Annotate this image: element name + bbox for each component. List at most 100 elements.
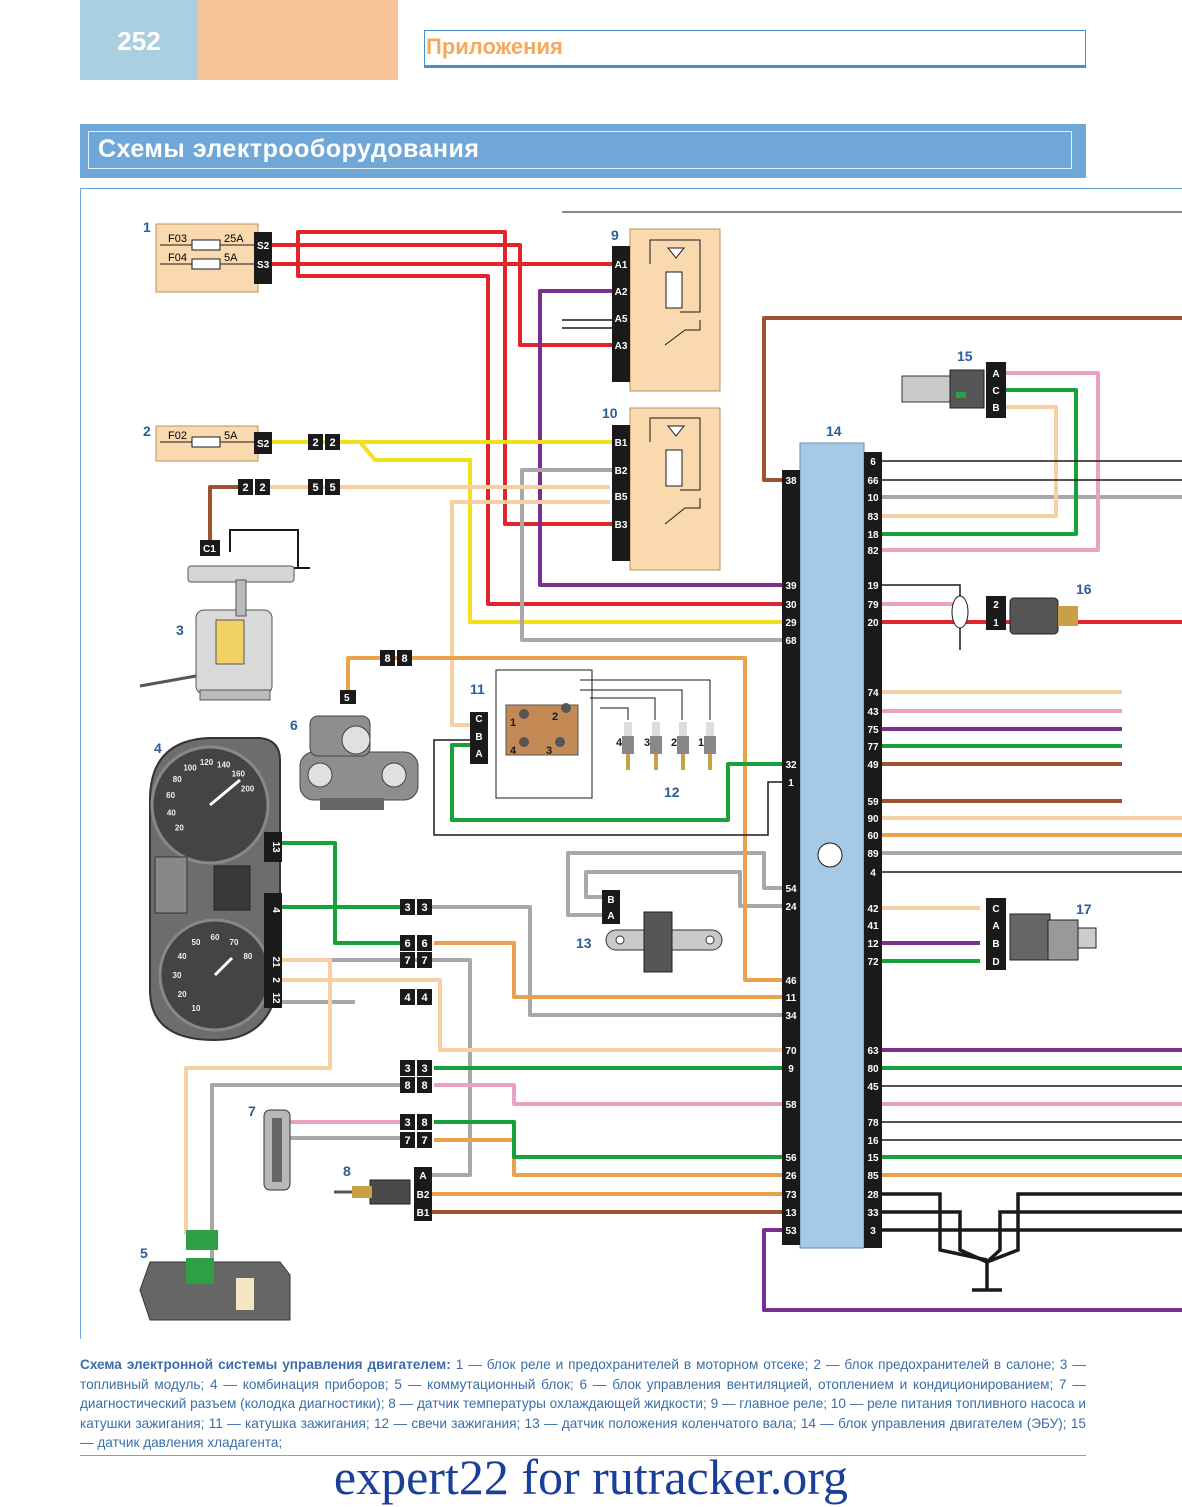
ecu-pin-right-42: 42: [867, 904, 879, 915]
ecu-pin-left-26: 26: [785, 1171, 797, 1182]
ecu-pin-right-63: 63: [867, 1046, 879, 1057]
sensor-8-pin-A: A: [419, 1171, 426, 1182]
connector-pin: 4: [421, 992, 428, 1004]
header-accent-block: [198, 0, 398, 80]
fuse-f03: F03: [168, 233, 187, 245]
iac-pin-C: C: [992, 904, 999, 915]
sensor-8-pin-B2: B2: [417, 1190, 430, 1201]
component-13-crankshaft-sensor: BA 13: [576, 890, 723, 973]
spark-plug-body: [650, 736, 662, 754]
spark-plug-insulator: [652, 722, 660, 736]
sensor-16-pin-1: 1: [993, 618, 999, 629]
ecu-pin-left-70: 70: [785, 1046, 797, 1057]
connector-pin: 4: [404, 992, 411, 1004]
ecu-pin-left-24: 24: [785, 902, 797, 913]
ecu-pin-left-13: 13: [785, 1208, 797, 1219]
chapter-banner: [80, 124, 1086, 178]
connector-pin: 7: [404, 1135, 410, 1147]
plug-number-2: 2: [671, 737, 677, 749]
wire-orange-46: [346, 656, 782, 982]
connector-half: [400, 935, 415, 951]
cluster-pin-12: 12: [270, 992, 281, 1004]
connector-half: [417, 952, 432, 968]
plug-number-1: 1: [698, 737, 704, 749]
plug-number-3: 3: [644, 737, 650, 749]
ecu-pin-left-29: 29: [785, 618, 797, 629]
relay-10-pin-B2: B2: [615, 466, 628, 477]
cluster-pin-2: 2: [270, 977, 281, 983]
tacho-tick: 20: [178, 990, 187, 999]
spark-plug-thread: [681, 754, 685, 770]
fuse-f04: F04: [168, 252, 187, 264]
connector-pin: 2: [259, 482, 265, 494]
label-5-small: 5: [344, 693, 350, 704]
ecu-transistor-icon: [817, 842, 843, 868]
section-header-box: [424, 30, 1086, 68]
ecu-pin-right-18: 18: [867, 530, 879, 541]
connector-half: [325, 434, 340, 450]
wire-brown-38: [762, 316, 1182, 482]
ecu-pin-right-15: 15: [867, 1153, 879, 1164]
ecu-pin-left-68: 68: [785, 636, 797, 647]
connector-pin: 3: [421, 902, 427, 914]
pin-2-s2: S2: [257, 439, 270, 450]
pin-1-s2: S2: [257, 241, 270, 252]
fuse-f04-rating: 5A: [224, 252, 238, 264]
speedo-tick: 160: [232, 770, 246, 779]
tacho-tick: 50: [192, 938, 201, 947]
connector-half: [308, 479, 323, 495]
ecu-pin-right-72: 72: [867, 957, 879, 968]
connector-pin: 8: [401, 653, 407, 665]
fuse-f02: F02: [168, 430, 187, 442]
connector-pin: 6: [404, 938, 410, 950]
ecu-pin-left-39: 39: [785, 581, 797, 592]
coil-terminal: [519, 737, 529, 747]
label-5: 5: [140, 1245, 148, 1261]
coil-pin-B: B: [475, 732, 482, 743]
label-17: 17: [1076, 901, 1092, 917]
label-16: 16: [1076, 581, 1092, 597]
wire-red-30: [296, 264, 782, 606]
page-number-background: [80, 0, 198, 80]
ecu-pin-right-77: 77: [867, 742, 879, 753]
ckp-pin-B: B: [607, 895, 614, 906]
ecu-pin-right-59: 59: [867, 797, 879, 808]
speedo-tick: 20: [175, 824, 184, 833]
ecu-pin-left-56: 56: [785, 1153, 797, 1164]
label-1: 1: [143, 219, 151, 235]
ecu-pin-right-43: 43: [867, 707, 879, 718]
relay-9-pin-A2: A2: [615, 287, 628, 298]
component-6-hvac-control: 5 6: [290, 690, 419, 810]
ecu-pin-right-78: 78: [867, 1118, 879, 1129]
connector-pin: 8: [421, 1080, 427, 1092]
caption-lead: Схема электронной системы управления дви…: [80, 1357, 451, 1372]
connector-half: [400, 1060, 415, 1076]
ecu-pin-left-9: 9: [788, 1064, 794, 1075]
connector-pin: 7: [421, 955, 427, 967]
relay-9-pin-A1: A1: [615, 260, 628, 271]
connector-half: [238, 479, 253, 495]
ecu-pin-right-85: 85: [867, 1171, 879, 1182]
connector-half: [400, 989, 415, 1005]
component-7-diagnostic-connector: 7: [248, 1103, 291, 1191]
page-number: 252: [117, 26, 161, 56]
spark-plug-thread: [654, 754, 658, 770]
connector-pin: 7: [421, 1135, 427, 1147]
coil-terminal: [561, 703, 571, 713]
connector-half: [397, 650, 412, 666]
connector-half: [400, 1132, 415, 1148]
ecu-pin-right-10: 10: [867, 493, 879, 504]
component-15-refrigerant-sensor: ACB 15: [901, 348, 1006, 418]
ecu-pin-left-53: 53: [785, 1226, 797, 1237]
connector-pin: 3: [404, 1063, 410, 1075]
fuse-f03-rating: 25A: [224, 233, 244, 245]
label-2: 2: [143, 423, 151, 439]
connector-half: [417, 1060, 432, 1076]
ecu-pin-right-79: 79: [867, 600, 879, 611]
